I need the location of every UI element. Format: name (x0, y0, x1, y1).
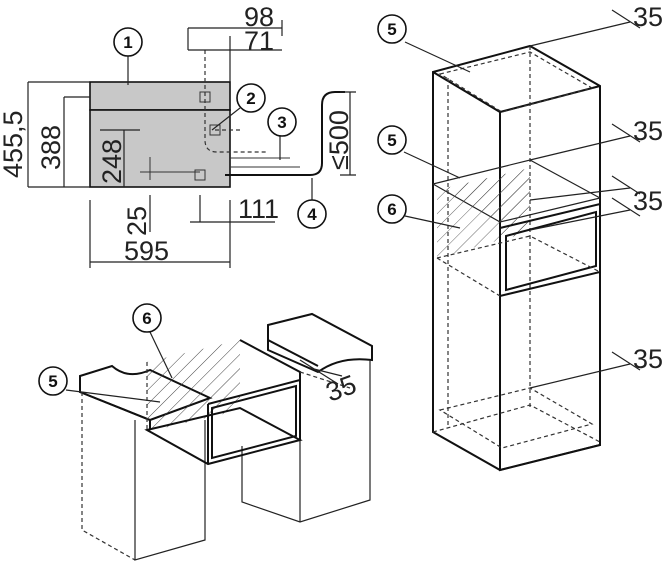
dim-25: 25 (122, 206, 152, 236)
dim-248: 248 (97, 139, 127, 184)
callout-6-left: 6 (132, 303, 173, 379)
dim-71: 71 (244, 26, 274, 56)
appliance-front-view (27, 20, 356, 268)
svg-text:5: 5 (387, 131, 396, 150)
control-panel (89, 81, 231, 111)
svg-text:3: 3 (277, 113, 286, 132)
dim-111: 111 (238, 194, 279, 224)
callout-3: 3 (267, 107, 297, 160)
dim-455-5: 455,5 (0, 110, 28, 178)
svg-text:5: 5 (387, 20, 396, 39)
callout-5-middle: 5 (377, 125, 461, 179)
dim-595: 595 (124, 236, 169, 266)
tall-housing-unit (432, 9, 641, 472)
dim-388: 388 (36, 125, 66, 170)
callout-1: 1 (113, 27, 143, 85)
dim-35-niche: 35 (633, 186, 663, 216)
dim-35-mid: 35 (633, 116, 663, 146)
svg-text:1: 1 (123, 33, 132, 52)
svg-text:4: 4 (307, 205, 317, 224)
dim-max-500: ≤500 (324, 110, 354, 170)
svg-text:5: 5 (48, 372, 57, 391)
svg-text:2: 2 (246, 89, 255, 108)
callout-5-left: 5 (38, 366, 161, 403)
svg-text:6: 6 (387, 200, 396, 219)
dim-35-bottom: 35 (633, 344, 663, 374)
callout-2: 2 (211, 83, 266, 131)
svg-text:6: 6 (142, 309, 151, 328)
callout-4: 4 (297, 178, 327, 229)
under-counter-installation (79, 312, 373, 561)
dim-35-top: 35 (633, 2, 663, 32)
callout-5-top: 5 (377, 14, 471, 73)
callout-6-right: 6 (377, 194, 461, 229)
dim-35-under-counter: 35 (322, 369, 360, 407)
appliance-door (89, 109, 231, 188)
dim-98: 98 (244, 2, 274, 32)
